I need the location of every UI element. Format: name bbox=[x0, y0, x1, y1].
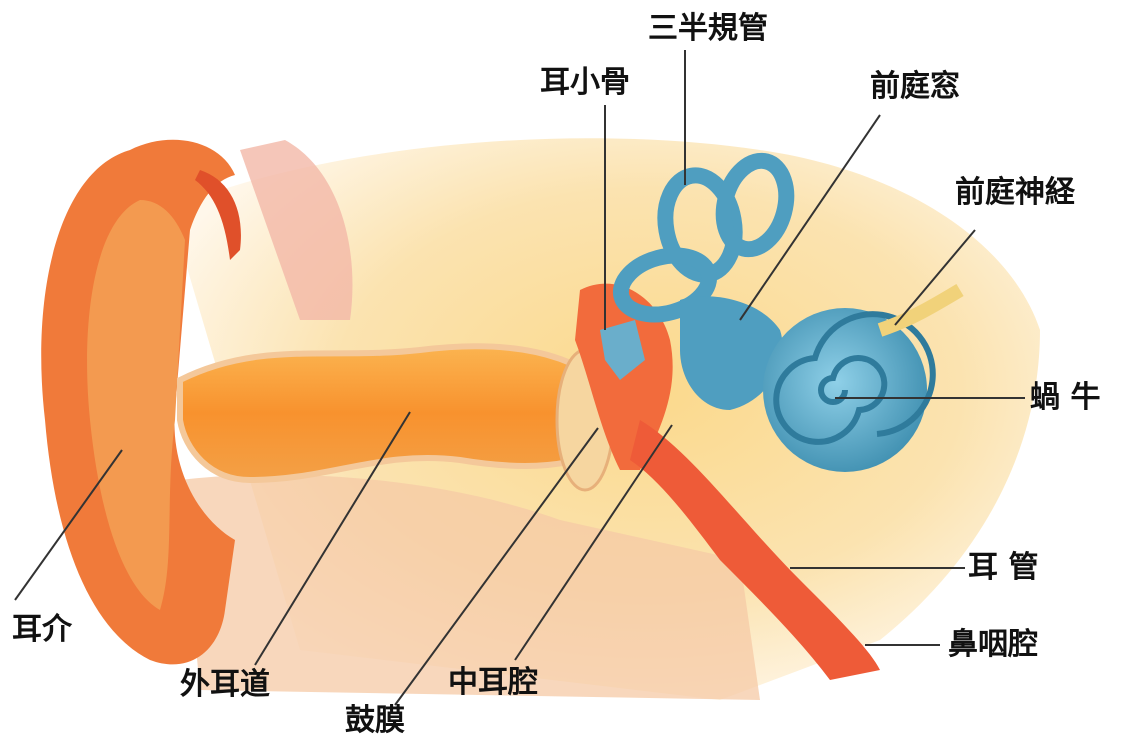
label-external-auditory-canal: 外耳道 bbox=[180, 670, 270, 700]
label-middle-ear-cavity: 中耳腔 bbox=[448, 668, 538, 698]
label-auricle: 耳介 bbox=[12, 615, 72, 645]
label-vestibular-nerve: 前庭神経 bbox=[955, 178, 1075, 208]
label-eardrum: 鼓膜 bbox=[345, 706, 405, 736]
label-eustachian-tube: 耳 管 bbox=[968, 553, 1038, 583]
label-ossicles: 耳小骨 bbox=[540, 68, 630, 98]
label-nasopharynx: 鼻咽腔 bbox=[948, 630, 1038, 660]
canal-shape bbox=[180, 346, 620, 480]
label-vestibular-window: 前庭窓 bbox=[870, 72, 960, 102]
label-cochlea: 蝸 牛 bbox=[1030, 383, 1100, 413]
label-semicircular-canals: 三半規管 bbox=[648, 14, 768, 44]
